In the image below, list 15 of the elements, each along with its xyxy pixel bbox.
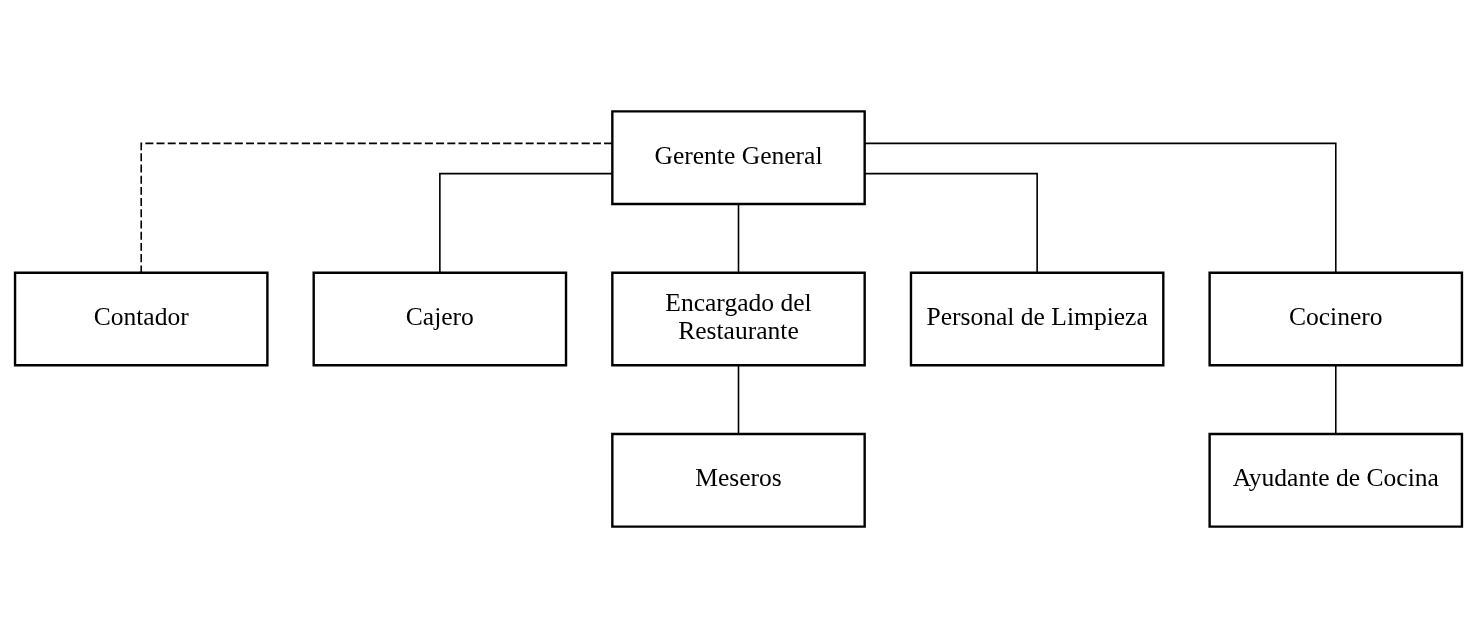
connector (140, 142, 613, 274)
connector (737, 203, 740, 274)
node-box: Encargado del Restaurante (611, 271, 866, 367)
connector (864, 142, 1337, 274)
node-box: Ayudante de Cocina (1208, 432, 1464, 528)
node-box: Personal de Limpieza (909, 271, 1165, 367)
connector (1335, 364, 1337, 435)
connector (737, 364, 740, 435)
node-box: Gerente General (611, 110, 866, 206)
node-box: Cocinero (1208, 271, 1464, 367)
connector (439, 172, 614, 274)
connector (863, 172, 1038, 274)
node-box: Contador (13, 271, 269, 367)
node-box: Meseros (611, 432, 866, 528)
node-box: Cajero (312, 271, 568, 367)
